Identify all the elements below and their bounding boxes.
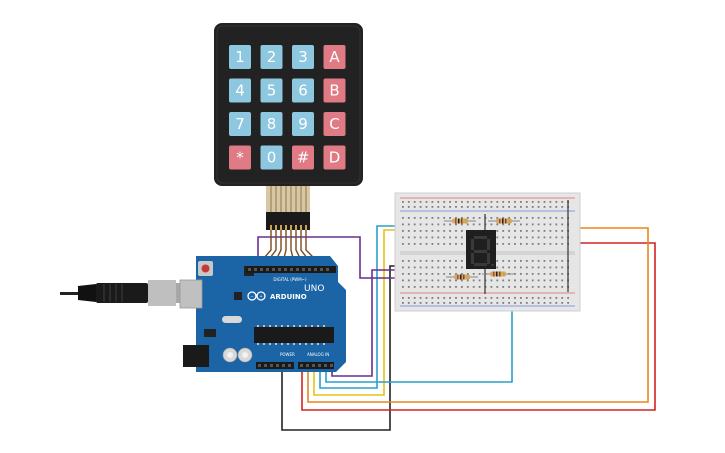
wire-orange[interactable] <box>307 227 649 403</box>
keypad-key-label: 2 <box>267 48 277 66</box>
keypad-key-label: 1 <box>235 48 245 66</box>
keypad-key-3[interactable]: 3 <box>292 45 314 69</box>
keypad-key-A[interactable]: A <box>323 45 346 69</box>
keypad-key-label: # <box>297 149 310 167</box>
resistor[interactable] <box>446 274 478 280</box>
keypad-key-face <box>260 145 283 170</box>
keypad-key-7[interactable]: 7 <box>229 112 251 136</box>
wire-purple-top[interactable] <box>257 236 458 279</box>
arduino-uno-board[interactable]: DIGITAL (PWM~) − + ARDUINO UNO POWER ANA… <box>179 256 346 372</box>
keypad-key-5[interactable]: 5 <box>260 78 283 103</box>
arduino-logo-text: ARDUINO <box>270 293 307 301</box>
resistor[interactable] <box>488 218 520 224</box>
keypad-key-face <box>292 45 314 69</box>
keypad-key-face <box>260 112 283 136</box>
keypad-key-face <box>229 145 251 170</box>
keypad-key-8[interactable]: 8 <box>260 112 283 136</box>
power-header-label: POWER <box>280 352 295 357</box>
keypad-key-label: 5 <box>267 82 277 100</box>
keypad-key-9[interactable]: 9 <box>292 112 314 136</box>
keypad-key-face <box>323 78 346 103</box>
svg-text:−: − <box>250 294 253 299</box>
keypad-header-connector <box>266 212 310 230</box>
keypad-ribbon <box>266 186 310 230</box>
analog-header <box>298 362 334 369</box>
keypad-key-face <box>229 112 251 136</box>
power-header <box>256 362 294 369</box>
keypad-keys: 1 2 3 A 4 5 6 B 7 8 9 C * 0 # D <box>229 45 346 170</box>
keypad-key-label: 6 <box>298 82 308 100</box>
keypad-key-face <box>229 45 251 69</box>
keypad-key-label: 8 <box>267 115 277 133</box>
keypad-key-label: 4 <box>235 82 245 100</box>
keypad-key-face <box>292 145 314 170</box>
display-digit: 8 <box>0 0 1 1</box>
keypad-key-label: D <box>329 149 341 167</box>
arduino-logo: − + <box>247 291 266 301</box>
analog-header-label: ANALOG IN <box>307 352 329 357</box>
keypad-key-face <box>260 78 283 103</box>
keypad-key-1[interactable]: 1 <box>229 45 251 69</box>
keypad-key-4[interactable]: 4 <box>229 78 251 103</box>
breadboard-holes <box>402 201 569 304</box>
keypad-key-face <box>260 45 283 69</box>
keypad-key-face <box>323 45 346 69</box>
keypad-key-label: C <box>329 115 339 133</box>
keypad-key-6[interactable]: 6 <box>292 78 314 103</box>
wire-red[interactable] <box>301 242 656 411</box>
keypad-key-label: * <box>236 149 244 167</box>
keypad-key-face <box>323 112 346 136</box>
resistors <box>444 218 520 280</box>
keypad-key-face <box>229 78 251 103</box>
keypad-key-label: 0 <box>267 149 277 167</box>
keypad-key-face <box>323 145 346 170</box>
arduino-model-text: UNO <box>304 284 324 294</box>
keypad-key-face <box>292 112 314 136</box>
keypad-key-hash[interactable]: # <box>292 145 314 170</box>
keypad-key-label: 3 <box>298 48 308 66</box>
keypad-key-2[interactable]: 2 <box>260 45 283 69</box>
keypad-key-0[interactable]: 0 <box>260 145 283 170</box>
atmega-chip <box>254 327 334 343</box>
keypad-key-C[interactable]: C <box>323 112 346 136</box>
usb-cable <box>60 280 194 306</box>
resistor[interactable] <box>444 218 476 224</box>
resistor[interactable] <box>482 271 514 277</box>
usb-jack <box>179 279 203 309</box>
seven-segment-display[interactable]: 8 <box>0 0 496 269</box>
keypad-key-label: A <box>329 48 340 66</box>
segments <box>471 236 494 267</box>
keypad-key-star[interactable]: * <box>229 145 251 170</box>
keypad: 1 2 3 A 4 5 6 B 7 8 9 C * 0 # D <box>214 23 363 230</box>
keypad-key-face <box>292 78 314 103</box>
keypad-key-D[interactable]: D <box>323 145 346 170</box>
crystal <box>222 316 242 323</box>
keypad-key-label: 9 <box>298 115 308 133</box>
svg-text:+: + <box>259 294 262 299</box>
keypad-key-label: 7 <box>235 115 245 133</box>
digital-header-label: DIGITAL (PWM~) <box>273 277 307 282</box>
keypad-key-label: B <box>329 82 339 100</box>
keypad-key-B[interactable]: B <box>323 78 346 103</box>
power-jack <box>183 345 209 367</box>
usb-plug <box>148 280 176 306</box>
